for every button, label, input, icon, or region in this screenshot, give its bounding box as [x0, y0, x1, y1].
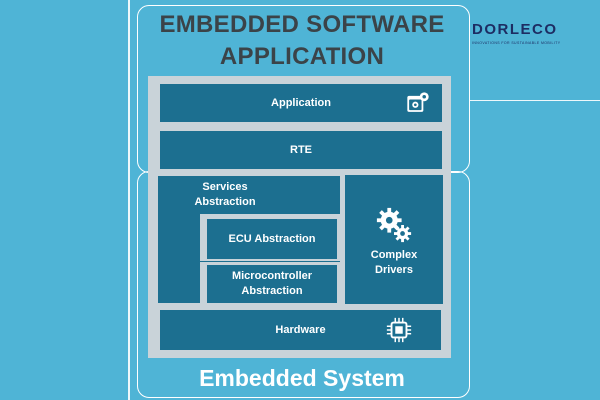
app-gear-icon	[407, 92, 429, 112]
embedded-system-label: Embedded System	[199, 365, 405, 391]
complex-drivers-label-line-2: Drivers	[375, 263, 413, 276]
hardware-layer: Hardware	[160, 310, 441, 350]
title-line-2: APPLICATION	[219, 43, 385, 70]
hardware-label: Hardware	[275, 323, 326, 336]
rte-layer: RTE	[160, 131, 442, 169]
logo-wordmark: DORLECO	[472, 21, 558, 38]
application-layer: Application	[160, 84, 442, 122]
title-line-1: EMBEDDED SOFTWARE	[159, 11, 445, 38]
microcontroller-label-line-2: Abstraction	[241, 285, 303, 297]
ecu-abstraction-label: ECU Abstraction	[228, 232, 316, 245]
microcontroller-label-line-1: Microcontroller	[231, 270, 313, 282]
chip-icon	[386, 317, 412, 343]
services-label-line-2: Abstraction	[194, 196, 256, 208]
gears-icon	[376, 207, 412, 242]
rte-label: RTE	[290, 143, 312, 156]
diagram-title: EMBEDDED SOFTWARE APPLICATION	[142, 9, 462, 73]
ecu-abstraction-layer: ECU Abstraction	[207, 219, 337, 259]
left-guide-line	[128, 0, 130, 400]
complex-drivers-layer: Complex Drivers	[345, 175, 443, 304]
services-label-line-1: Services	[202, 181, 248, 193]
services-abstraction-layer: Services Abstraction	[160, 177, 290, 213]
logo-tagline: INNOVATIONS FOR SUSTAINABLE MOBILITY	[472, 41, 561, 45]
microcontroller-abstraction-layer: Microcontroller Abstraction	[207, 265, 337, 303]
application-label: Application	[271, 96, 331, 109]
right-guide-line	[470, 100, 600, 101]
dorleco-logo: DORLECO INNOVATIONS FOR SUSTAINABLE MOBI…	[472, 22, 562, 48]
complex-drivers-label-line-1: Complex	[370, 248, 418, 261]
